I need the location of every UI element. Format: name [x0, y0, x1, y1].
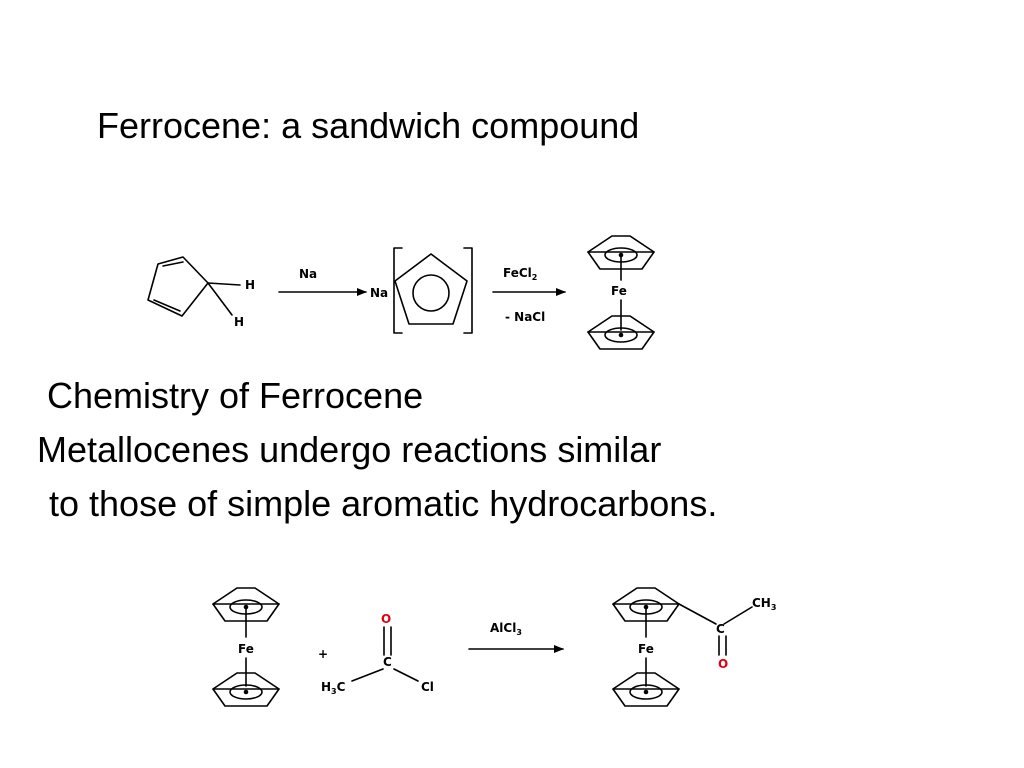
sodium-cyclopentadienide: Na	[370, 247, 473, 334]
plus-sign: +	[318, 647, 328, 661]
ferrocene-product: Fe	[587, 235, 655, 350]
sodium-reagent-label: Na	[299, 267, 317, 281]
section-heading: Chemistry of Ferrocene	[47, 375, 424, 416]
svg-text:FeCl2: FeCl2	[503, 266, 537, 282]
ferrocene-reactant: Fe	[212, 587, 280, 707]
iron-atom-label: Fe	[638, 642, 654, 656]
body-text-line-2: to those of simple aromatic hydrocarbons…	[49, 483, 718, 524]
chlorine-atom-label: Cl	[421, 680, 434, 694]
sodium-chloride-byproduct-label: - NaCl	[505, 310, 545, 324]
iron-atom-label: Fe	[238, 642, 254, 656]
iron-chloride-reaction-arrow: FeCl2 - NaCl	[492, 266, 566, 324]
acetyl-chloride-molecule: O C H3C Cl	[321, 612, 434, 696]
carbonyl-carbon-label: C	[383, 655, 392, 669]
hydrogen-label-top: H	[245, 278, 255, 292]
oxygen-atom-label: O	[381, 612, 391, 626]
iron-chloride-reagent-label: FeCl	[503, 266, 532, 280]
slide-title: Ferrocene: a sandwich compound	[97, 105, 640, 146]
acetylferrocene-product: C CH3 O Fe	[612, 587, 776, 707]
cyclopentadiene-molecule: H H	[147, 256, 255, 329]
methyl-group-label: H3C	[321, 680, 346, 696]
body-text-line-1: Metallocenes undergo reactions similar	[37, 429, 662, 470]
catalyst-label: AlCl	[490, 621, 516, 635]
sodium-cation-label: Na	[370, 286, 388, 300]
aluminum-chloride-reaction-arrow: AlCl3	[468, 621, 564, 653]
sodium-reaction-arrow: Na	[278, 267, 367, 296]
iron-atom-label: Fe	[611, 284, 627, 298]
hydrogen-label-bottom: H	[234, 315, 244, 329]
acyl-carbon-label: C	[716, 622, 725, 636]
methyl-group-label: CH3	[752, 596, 776, 612]
svg-text:AlCl3: AlCl3	[490, 621, 522, 637]
oxygen-atom-label: O	[718, 657, 728, 671]
